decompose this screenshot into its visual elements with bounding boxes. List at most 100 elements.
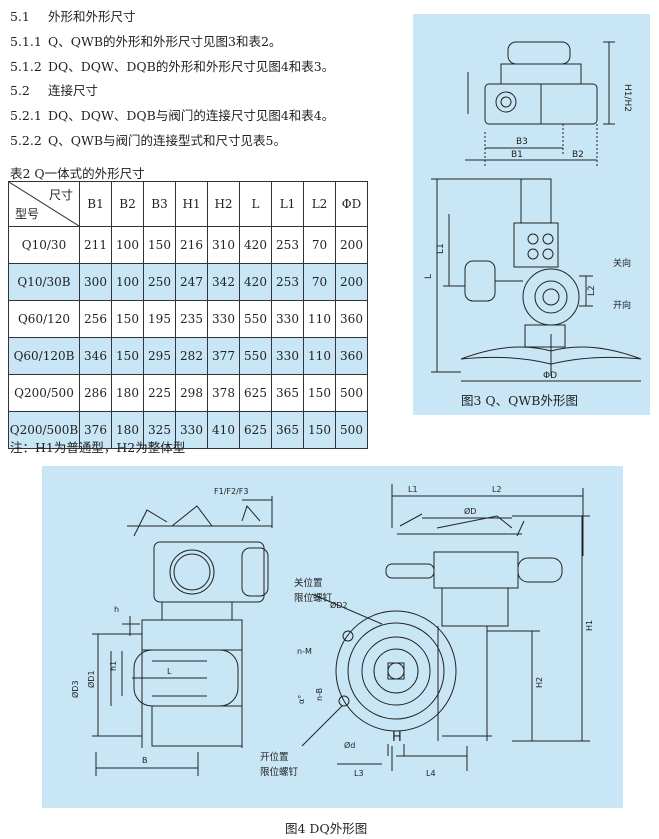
l2-label: L2 bbox=[492, 485, 502, 494]
value-cell: 150 bbox=[303, 411, 336, 449]
l-inner-label: L bbox=[167, 667, 172, 676]
close-stop-label-2: 限位螺钉 bbox=[294, 592, 333, 604]
value-cell: 225 bbox=[143, 374, 176, 412]
dimensions-table: 尺寸 型号 B1 B2 B3 H1 H2 L L1 L2 ΦD Q10/30 2… bbox=[8, 181, 368, 449]
table-note: 注：H1为普通型，H2为整体型 bbox=[10, 440, 186, 455]
value-cell: 211 bbox=[79, 226, 112, 264]
section-5-2: 5.2 连接尺寸 bbox=[10, 83, 98, 98]
value-cell: 253 bbox=[271, 263, 304, 301]
table-row: Q200/500 286 180 225 298 378 625 365 150… bbox=[8, 374, 368, 412]
f-label: F1/F2/F3 bbox=[214, 487, 248, 496]
value-cell: 253 bbox=[271, 226, 304, 264]
section-5-2-1: 5.2.1 DQ、DQW、DQB与阀门的连接尺寸见图4和表4。 bbox=[10, 108, 335, 123]
table2-caption: 表2 Q一体式的外形尺寸 bbox=[10, 166, 145, 181]
figure-4-caption: 图4 DQ外形图 bbox=[285, 821, 368, 836]
value-cell: 295 bbox=[143, 337, 176, 375]
d3-label: ØD3 bbox=[70, 680, 80, 698]
model-cell: Q60/120 bbox=[8, 300, 80, 338]
value-cell: 70 bbox=[303, 226, 336, 264]
table-row: Q200/500B 376 180 325 330 410 625 365 15… bbox=[8, 411, 368, 449]
section-5-2-2: 5.2.2 Q、QWB与阀门的连接型式和尺寸见表5。 bbox=[10, 133, 286, 148]
value-cell: 110 bbox=[303, 337, 336, 375]
value-cell: 100 bbox=[111, 263, 144, 301]
close-stop-label-1: 关位置 bbox=[294, 577, 323, 589]
value-cell: 110 bbox=[303, 300, 336, 338]
value-cell: 180 bbox=[111, 411, 144, 449]
d2-label: ØD2 bbox=[330, 600, 348, 610]
value-cell: 365 bbox=[271, 411, 304, 449]
value-cell: 200 bbox=[335, 263, 368, 301]
value-cell: 150 bbox=[143, 226, 176, 264]
h-label: H1/H2 bbox=[622, 84, 632, 112]
model-cell: Q10/30 bbox=[8, 226, 80, 264]
H2-label: H2 bbox=[535, 677, 544, 688]
value-cell: 150 bbox=[303, 374, 336, 412]
header-cell: L bbox=[239, 181, 272, 227]
section-5-1-2: 5.1.2 DQ、DQW、DQB的外形和外形尺寸见图4和表3。 bbox=[10, 59, 335, 74]
value-cell: 180 bbox=[111, 374, 144, 412]
header-cell: L1 bbox=[271, 181, 304, 227]
b1-label: B1 bbox=[511, 150, 523, 160]
value-cell: 330 bbox=[175, 411, 208, 449]
value-cell: 282 bbox=[175, 337, 208, 375]
value-cell: 286 bbox=[79, 374, 112, 412]
value-cell: 325 bbox=[143, 411, 176, 449]
l2-label: L2 bbox=[587, 285, 597, 296]
value-cell: 342 bbox=[207, 263, 240, 301]
alpha-label: α° bbox=[297, 695, 306, 704]
table-row: Q10/30B 300 100 250 247 342 420 253 70 2… bbox=[8, 263, 368, 301]
value-cell: 195 bbox=[143, 300, 176, 338]
figure-3-panel: B3 B1 B2 H1/H2 L L1 L2 ΦD 关向 开向 图3 Q、QWB… bbox=[413, 14, 650, 415]
value-cell: 365 bbox=[271, 374, 304, 412]
close-direction-label: 关向 bbox=[613, 257, 631, 269]
value-cell: 216 bbox=[175, 226, 208, 264]
h-small-label: h bbox=[114, 605, 119, 614]
model-cell: Q200/500 bbox=[8, 374, 80, 412]
value-cell: 550 bbox=[239, 337, 272, 375]
value-cell: 70 bbox=[303, 263, 336, 301]
header-cell: L2 bbox=[303, 181, 336, 227]
value-cell: 360 bbox=[335, 300, 368, 338]
corner-top-label: 尺寸 bbox=[48, 188, 73, 202]
value-cell: 330 bbox=[271, 337, 304, 375]
H-label: H bbox=[392, 730, 402, 745]
header-cell: B1 bbox=[79, 181, 112, 227]
l1-label: L1 bbox=[408, 485, 418, 494]
model-cell: Q200/500B bbox=[8, 411, 80, 449]
nm-label: n-M bbox=[297, 647, 312, 656]
table-header-row: 尺寸 型号 B1 B2 B3 H1 H2 L L1 L2 ΦD bbox=[8, 181, 368, 227]
figure-4-panel: F1/F2/F3 h h1 L ØD3 ØD1 B L1 L2 ØD ØD2 n… bbox=[42, 466, 623, 808]
value-cell: 500 bbox=[335, 374, 368, 412]
header-cell: B2 bbox=[111, 181, 144, 227]
value-cell: 247 bbox=[175, 263, 208, 301]
b2-label: B2 bbox=[572, 150, 584, 160]
value-cell: 625 bbox=[239, 374, 272, 412]
table-row: Q60/120 256 150 195 235 330 550 330 110 … bbox=[8, 300, 368, 338]
value-cell: 360 bbox=[335, 337, 368, 375]
value-cell: 150 bbox=[111, 337, 144, 375]
header-cell: H2 bbox=[207, 181, 240, 227]
b-label: B bbox=[142, 756, 148, 765]
corner-cell: 尺寸 型号 bbox=[8, 181, 80, 227]
value-cell: 420 bbox=[239, 226, 272, 264]
phid-small-label: Ød bbox=[344, 740, 355, 750]
value-cell: 235 bbox=[175, 300, 208, 338]
value-cell: 500 bbox=[335, 411, 368, 449]
value-cell: 300 bbox=[79, 263, 112, 301]
table-row: Q10/30 211 100 150 216 310 420 253 70 20… bbox=[8, 226, 368, 264]
value-cell: 250 bbox=[143, 263, 176, 301]
value-cell: 100 bbox=[111, 226, 144, 264]
L3-label: L3 bbox=[354, 769, 364, 778]
phid-label: ØD bbox=[464, 506, 476, 516]
value-cell: 377 bbox=[207, 337, 240, 375]
value-cell: 420 bbox=[239, 263, 272, 301]
nb-label: n-B bbox=[315, 688, 324, 701]
open-stop-label-1: 开位置 bbox=[260, 751, 289, 763]
value-cell: 298 bbox=[175, 374, 208, 412]
section-5-1-1: 5.1.1 Q、QWB的外形和外形尺寸见图3和表2。 bbox=[10, 34, 282, 49]
l-label: L bbox=[424, 274, 434, 279]
h1-small-label: h1 bbox=[109, 661, 118, 671]
value-cell: 310 bbox=[207, 226, 240, 264]
model-cell: Q10/30B bbox=[8, 263, 80, 301]
L4-label: L4 bbox=[426, 769, 436, 778]
